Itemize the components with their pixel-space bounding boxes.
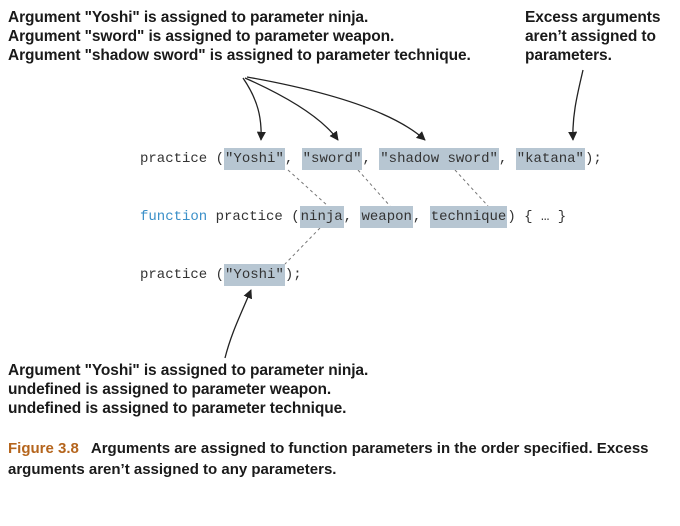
punctuation: , bbox=[498, 151, 516, 167]
dashed-link-yoshi-ninja bbox=[287, 169, 329, 207]
parameter-weapon: weapon bbox=[360, 206, 413, 228]
arrow-to-sword bbox=[244, 77, 339, 141]
top-left-annotation: Argument "Yoshi" is assigned to paramete… bbox=[8, 8, 471, 65]
argument-yoshi: "Yoshi" bbox=[224, 148, 285, 170]
punctuation: ( bbox=[207, 151, 225, 167]
function-name: practice bbox=[140, 267, 208, 283]
punctuation: , bbox=[284, 151, 302, 167]
top-right-annotation: Excess arguments aren’t assigned to para… bbox=[525, 8, 660, 65]
parameter-technique: technique bbox=[429, 206, 508, 228]
punctuation: ); bbox=[584, 151, 602, 167]
annotation-line: Argument "sword" is assigned to paramete… bbox=[8, 28, 395, 45]
dashed-link-shadow-technique bbox=[454, 169, 489, 207]
punctuation: ( bbox=[207, 267, 225, 283]
annotation-line: Argument "shadow sword" is assigned to p… bbox=[8, 47, 471, 64]
punctuation: ( bbox=[282, 209, 300, 225]
argument-shadow-sword: "shadow sword" bbox=[379, 148, 499, 170]
arrow-from-bottom-note bbox=[224, 289, 252, 359]
arrow-to-yoshi bbox=[242, 77, 266, 141]
code-call-four-args: practice ("Yoshi", "sword", "shadow swor… bbox=[140, 148, 602, 170]
punctuation: , bbox=[362, 151, 380, 167]
function-name: practice bbox=[140, 151, 208, 167]
code-function-declaration: function practice (ninja, weapon, techni… bbox=[140, 206, 566, 228]
figure-label: Figure 3.8 bbox=[8, 440, 79, 457]
annotation-line: aren’t assigned to bbox=[525, 28, 656, 45]
code-call-one-arg: practice ("Yoshi"); bbox=[140, 264, 302, 286]
bottom-annotation: Argument "Yoshi" is assigned to paramete… bbox=[8, 361, 368, 418]
arrow-to-shadow-sword bbox=[246, 76, 426, 141]
argument-katana: "katana" bbox=[515, 148, 585, 170]
annotation-line: Argument "Yoshi" is assigned to paramete… bbox=[8, 362, 369, 379]
dashed-link-ninja-bottom-yoshi bbox=[284, 227, 321, 265]
annotation-line: undefined is assigned to parameter weapo… bbox=[8, 381, 332, 398]
function-keyword: function bbox=[140, 209, 208, 225]
punctuation: ); bbox=[284, 267, 302, 283]
parameter-ninja: ninja bbox=[299, 206, 344, 228]
annotation-line: undefined is assigned to parameter techn… bbox=[8, 400, 347, 417]
annotation-line: Argument "Yoshi" is assigned to paramete… bbox=[8, 9, 369, 26]
punctuation: , bbox=[412, 209, 430, 225]
annotation-line: parameters. bbox=[525, 47, 612, 64]
arrow-to-katana bbox=[568, 69, 584, 141]
punctuation: ) { … } bbox=[507, 209, 567, 225]
function-name: practice bbox=[207, 209, 283, 225]
argument-sword: "sword" bbox=[301, 148, 363, 170]
dashed-link-sword-weapon bbox=[357, 169, 391, 207]
punctuation: , bbox=[343, 209, 361, 225]
annotation-line: Excess arguments bbox=[525, 9, 661, 26]
caption-text: Arguments are assigned to function param… bbox=[8, 440, 649, 478]
argument-yoshi-single: "Yoshi" bbox=[224, 264, 285, 286]
